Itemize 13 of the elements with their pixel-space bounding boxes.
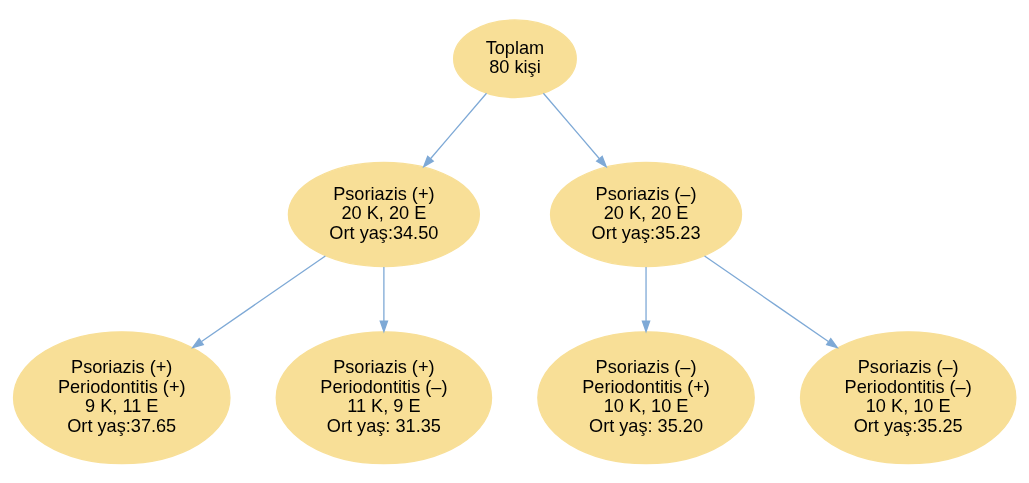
arrow — [641, 265, 651, 333]
arrow — [703, 254, 839, 349]
arrow — [379, 265, 389, 333]
node-ellipse: Psoriazis (+) Periodontitis (+) 9 K, 11 E Ort yaş:37.65 — [12, 330, 231, 464]
arrow — [422, 92, 488, 168]
node-ellipse: Psoriazis (–) Periodontitis (+) 10 K, 10 E Ort yaş: 35.20 — [537, 330, 755, 464]
arrow — [542, 92, 608, 168]
node-ellipse: Psoriazis (–) 20 K, 20 E Ort yaş:35.23 — [549, 161, 743, 267]
node-ellipse: Psoriazis (+) Periodontitis (–) 11 K, 9 E Ort yaş: 31.35 — [275, 330, 493, 464]
node-ellipse: Toplam 80 kişi — [453, 18, 577, 98]
node-ellipse: Psoriazis (+) 20 K, 20 E Ort yaş:34.50 — [287, 161, 481, 267]
arrow — [191, 254, 327, 349]
node-ellipse: Psoriazis (–) Periodontitis (–) 10 K, 10 E Ort yaş:35.25 — [799, 330, 1017, 464]
